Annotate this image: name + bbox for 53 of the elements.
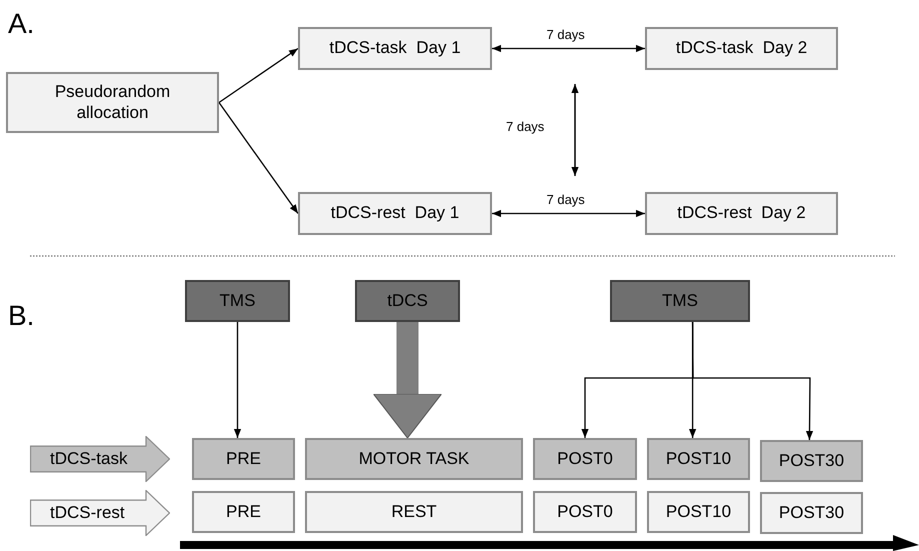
phase-box xyxy=(305,438,523,480)
node-label: POST30 xyxy=(778,502,844,524)
process-box xyxy=(6,72,219,133)
edge-label: 7 days xyxy=(544,26,587,42)
condition-tag xyxy=(30,436,170,482)
node-label: MOTOR TASK xyxy=(358,448,470,470)
process-box xyxy=(645,27,838,70)
arrow xyxy=(492,210,645,218)
condition-tag xyxy=(30,490,170,536)
phase-box xyxy=(647,438,750,480)
section-letter: A. xyxy=(8,8,34,40)
node-label: POST0 xyxy=(557,448,613,470)
stimulation-box xyxy=(185,280,290,322)
node-label: TMS xyxy=(220,290,256,312)
phase-box xyxy=(533,438,637,480)
node-label: POST10 xyxy=(666,448,732,470)
process-box xyxy=(760,492,863,534)
arrow xyxy=(234,322,242,438)
process-box xyxy=(645,192,838,235)
node-label: tDCS-task Day 2 xyxy=(676,38,808,59)
phase-box xyxy=(760,440,863,482)
node-label: TMS xyxy=(662,290,698,312)
node-label: POST0 xyxy=(557,502,613,522)
node-label: tDCS-task Day 1 xyxy=(329,38,461,59)
process-box xyxy=(298,192,492,235)
process-box xyxy=(533,491,637,533)
interval-label: 7 days xyxy=(506,119,544,134)
arrow xyxy=(492,44,645,52)
arrow xyxy=(692,322,814,440)
node-label: tDCS-rest Day 2 xyxy=(677,203,806,224)
node-label: REST xyxy=(391,502,437,522)
node-label: tDCS-task xyxy=(50,448,128,470)
arrow xyxy=(218,48,298,104)
edge-label: 7 days xyxy=(544,192,587,206)
node-label: Pseudorandom allocation xyxy=(54,82,172,123)
node-label: tDCS-rest Day 1 xyxy=(330,203,460,224)
node-label: tDCS xyxy=(387,290,428,312)
arrow xyxy=(218,102,299,214)
node-label: PRE xyxy=(226,448,261,470)
process-box xyxy=(298,27,492,70)
block-arrow xyxy=(373,322,442,438)
node-label: POST10 xyxy=(666,502,732,522)
phase-box xyxy=(192,438,295,480)
stimulation-box xyxy=(355,280,460,322)
process-box xyxy=(305,491,523,533)
node-label: tDCS-rest xyxy=(50,502,125,524)
stimulation-box xyxy=(610,280,750,322)
arrow xyxy=(689,322,696,438)
node-label: PRE xyxy=(226,502,261,522)
node-label: POST30 xyxy=(778,450,844,472)
process-box xyxy=(192,491,295,533)
process-box xyxy=(647,491,750,533)
section-letter: B. xyxy=(8,300,34,332)
